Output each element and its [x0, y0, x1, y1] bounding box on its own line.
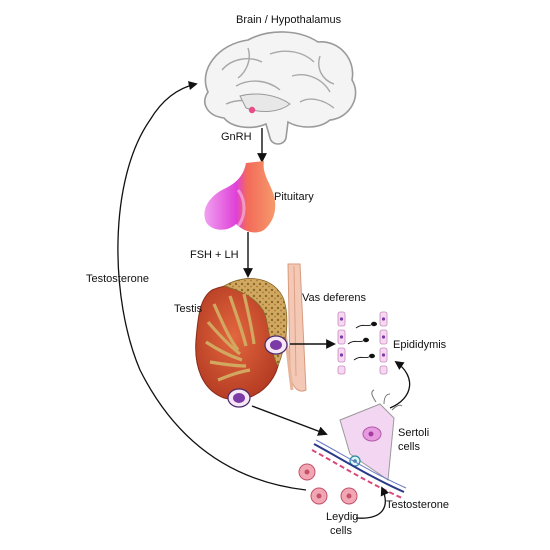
gnrh-label: GnRH [221, 131, 252, 143]
pituitary-illustration [204, 161, 276, 233]
testis-label: Testis [174, 303, 203, 315]
pituitary-label: Pituitary [274, 191, 314, 203]
sertoli-to-epididymis-arrow [389, 360, 411, 409]
brain-illustration [204, 31, 357, 145]
epididymis-label: Epididymis [393, 339, 447, 351]
leydig-label-line2: cells [330, 525, 353, 537]
sertoli-cell-illustration [339, 389, 403, 481]
testosterone-bottom-label: Testosterone [386, 499, 449, 511]
testis-to-seminiferous-arrow [251, 405, 328, 436]
basement-membrane [311, 439, 407, 499]
sertoli-label-line2: cells [398, 441, 421, 453]
testosterone-loop-label: Testosterone [86, 273, 149, 285]
sertoli-label-line1: Sertoli [398, 427, 429, 439]
brain-label: Brain / Hypothalamus [236, 14, 342, 26]
testosterone-local-arrow [355, 486, 390, 519]
fsh-lh-label: FSH + LH [190, 249, 239, 261]
spermatid-marker-upper [264, 335, 288, 355]
testosterone-feedback-arrow [117, 81, 307, 491]
epididymis-illustration [337, 311, 388, 375]
leydig-label-line1: Leydig [326, 511, 358, 523]
leydig-cells-illustration [298, 463, 358, 505]
spermatid-marker-lower [227, 388, 251, 408]
vas-deferens-label: Vas deferens [302, 292, 367, 304]
hypothalamus-marker [248, 106, 256, 114]
